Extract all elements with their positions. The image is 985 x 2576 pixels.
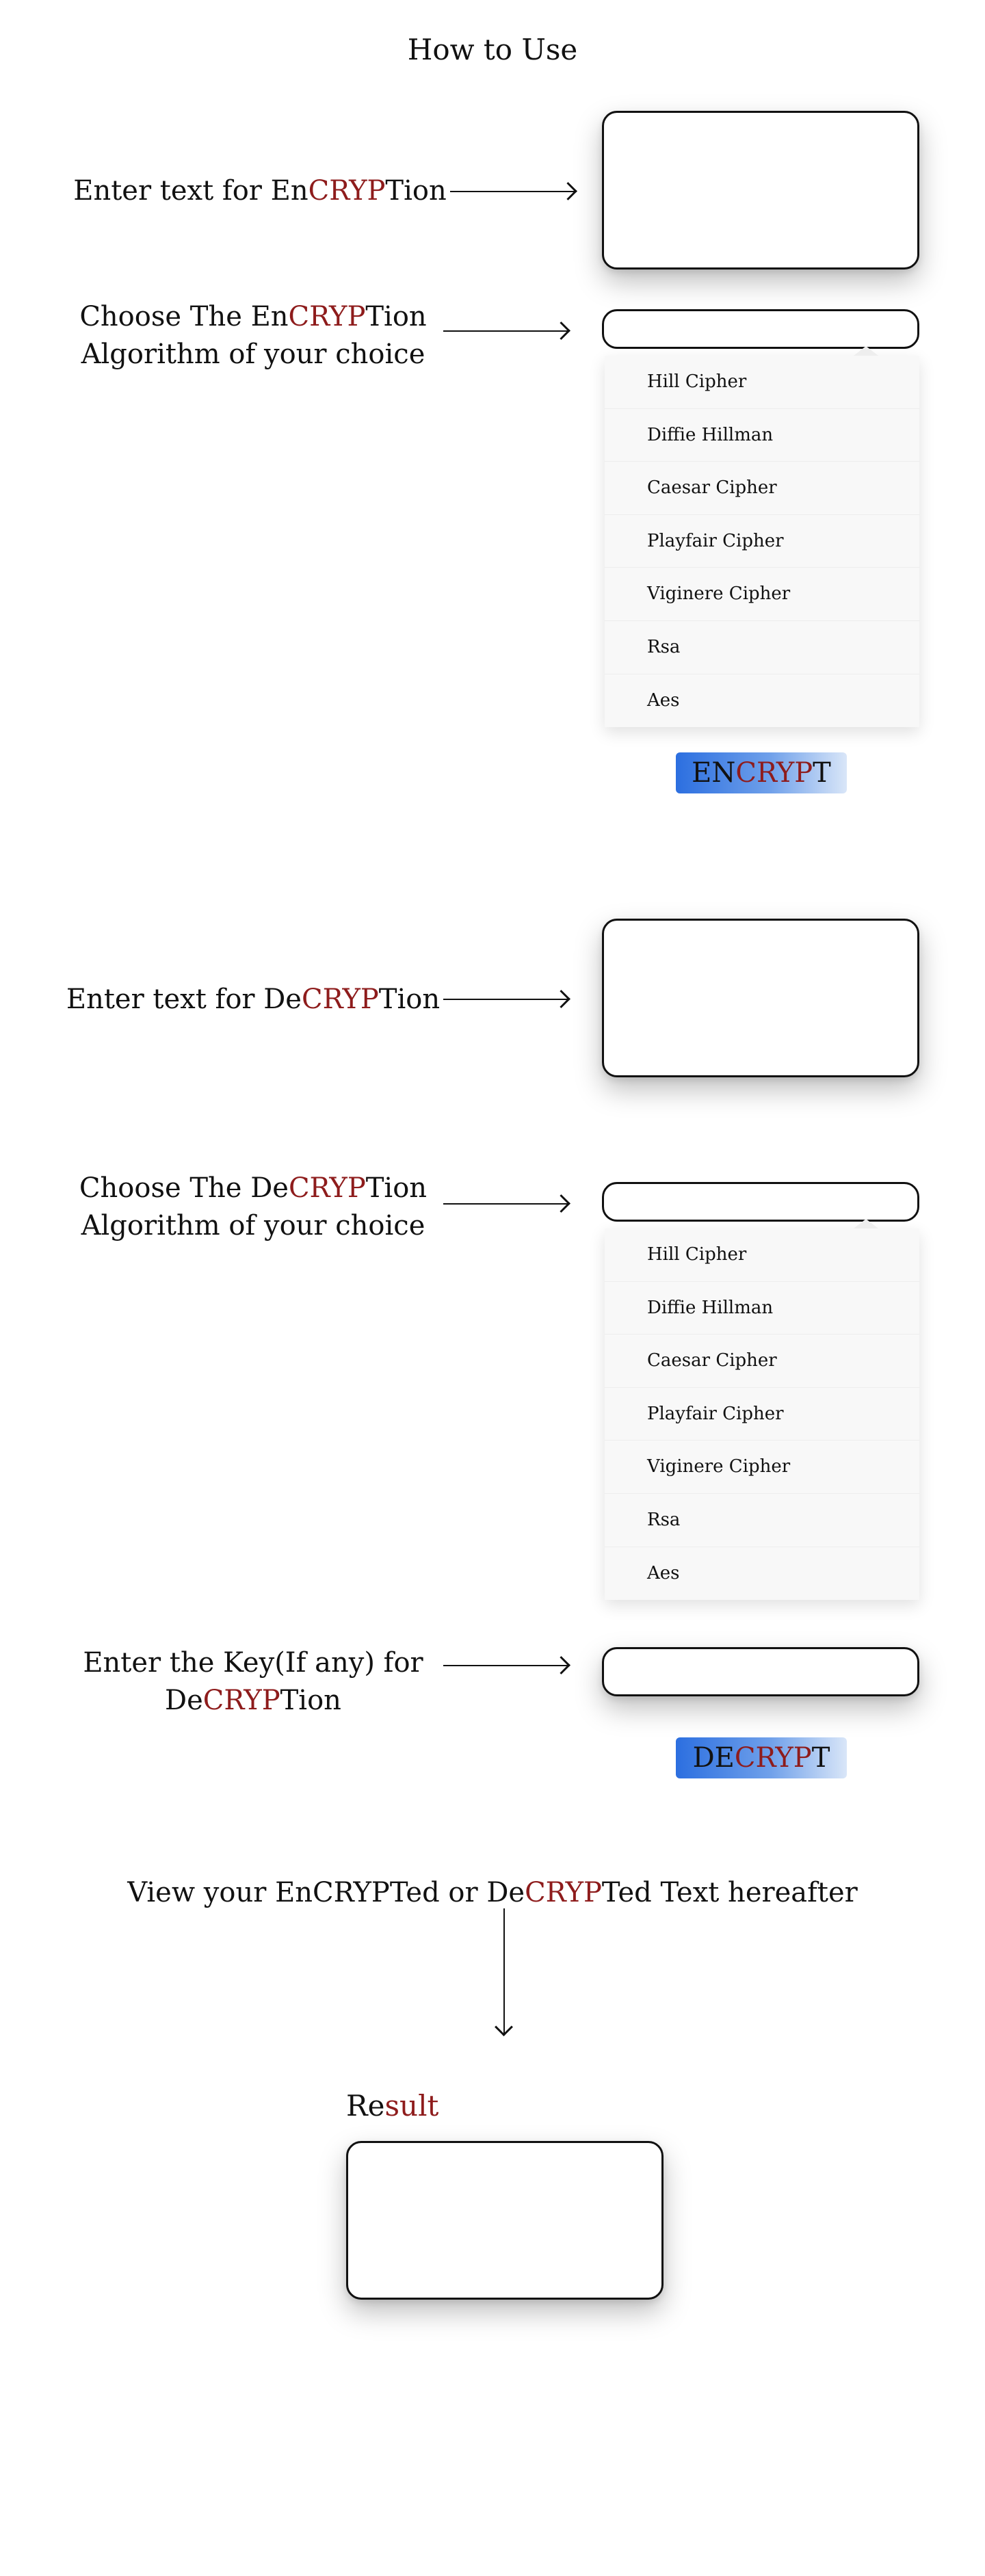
decrypt-option-hill-cipher[interactable]: Hill Cipher: [605, 1228, 919, 1282]
key-arrow-icon: [443, 1665, 568, 1666]
encrypt-option-rsa[interactable]: Rsa: [605, 621, 919, 674]
decrypt-algorithm-select[interactable]: [602, 1182, 919, 1222]
encrypt-button[interactable]: ENCRYPT: [676, 752, 847, 793]
view-label-pre: View your EnCRYPTed or De: [127, 1877, 525, 1908]
decrypt-algo-label: Choose The DeCRYPTion Algorithm of your …: [55, 1170, 451, 1245]
encrypt-option-hill-cipher[interactable]: Hill Cipher: [605, 356, 919, 409]
decrypt-button[interactable]: DECRYPT: [676, 1737, 847, 1778]
view-label-post: Ted Text hereafter: [601, 1877, 858, 1908]
encrypt-button-post: T: [813, 757, 831, 789]
encrypt-algo-label-pre: Choose The En: [79, 301, 289, 332]
encrypt-text-arrow-icon: [450, 191, 575, 192]
encrypt-button-pre: EN: [692, 757, 736, 789]
result-label-red: sult: [384, 2089, 439, 2122]
encrypt-button-red: CRYP: [735, 757, 813, 789]
decrypt-algo-label-post: Tion: [365, 1172, 428, 1204]
decrypt-algo-label-red: CRYP: [288, 1172, 366, 1204]
page-title: How to Use: [407, 33, 578, 66]
encrypt-text-label-post: Tion: [385, 175, 447, 207]
decrypt-algo-arrow-icon: [443, 1203, 568, 1205]
key-label-post: Tion: [280, 1685, 341, 1716]
encrypt-option-caesar-cipher[interactable]: Caesar Cipher: [605, 462, 919, 515]
key-label: Enter the Key(If any) for DeCRYPTion: [55, 1644, 451, 1720]
encrypt-text-label: Enter text for EnCRYPTion: [55, 172, 465, 210]
encrypt-text-label-pre: Enter text for En: [73, 175, 308, 207]
result-label-pre: Re: [346, 2089, 385, 2122]
decrypt-button-post: T: [811, 1742, 830, 1774]
encrypt-algo-label-post: Tion: [365, 301, 427, 332]
encrypt-text-input[interactable]: [602, 111, 919, 270]
encrypt-option-diffie-hillman[interactable]: Diffie Hillman: [605, 409, 919, 462]
encrypt-option-playfair-cipher[interactable]: Playfair Cipher: [605, 515, 919, 568]
decrypt-option-aes[interactable]: Aes: [647, 1562, 680, 1583]
key-input[interactable]: [602, 1647, 919, 1696]
decrypt-option-playfair-cipher[interactable]: Playfair Cipher: [605, 1388, 919, 1441]
key-label-line1: Enter the Key(If any) for: [83, 1647, 423, 1679]
decrypt-text-label-post: Tion: [378, 984, 441, 1015]
encrypt-algo-label: Choose The EnCRYPTion Algorithm of your …: [55, 298, 451, 373]
view-result-label: View your EnCRYPTed or DeCRYPTed Text he…: [0, 1874, 985, 1912]
decrypt-text-label-pre: Enter text for De: [66, 984, 302, 1015]
decrypt-option-caesar-cipher[interactable]: Caesar Cipher: [605, 1335, 919, 1388]
decrypt-button-red: CRYP: [734, 1742, 812, 1774]
decrypt-option-viginere-cipher[interactable]: Viginere Cipher: [605, 1441, 919, 1494]
encrypt-algo-label-red: CRYP: [288, 301, 366, 332]
down-arrow-icon: [503, 1908, 505, 2034]
key-label-red: CRYP: [202, 1685, 280, 1716]
decrypt-algo-label-line2: Algorithm of your choice: [81, 1210, 425, 1241]
decrypt-option-rsa[interactable]: Rsa: [605, 1494, 919, 1547]
encrypt-option-aes[interactable]: Aes: [647, 689, 680, 711]
result-label: Result: [346, 2089, 438, 2122]
decrypt-option-diffie-hillman[interactable]: Diffie Hillman: [605, 1282, 919, 1335]
result-box: [346, 2141, 664, 2300]
decrypt-text-input[interactable]: [602, 919, 919, 1077]
view-label-red: CRYP: [525, 1877, 602, 1908]
encrypt-algorithm-select[interactable]: [602, 309, 919, 349]
encrypt-algo-label-line2: Algorithm of your choice: [81, 339, 425, 370]
encrypt-text-label-red: CRYP: [308, 175, 386, 207]
encrypt-algo-arrow-icon: [443, 330, 568, 332]
decrypt-text-label: Enter text for DeCRYPTion: [55, 981, 451, 1018]
key-label-pre: De: [165, 1685, 203, 1716]
decrypt-button-pre: DE: [692, 1742, 735, 1774]
decrypt-algo-label-pre: Choose The De: [79, 1172, 289, 1204]
decrypt-text-arrow-icon: [443, 999, 568, 1000]
decrypt-text-label-red: CRYP: [301, 984, 379, 1015]
encrypt-option-viginere-cipher[interactable]: Viginere Cipher: [605, 568, 919, 621]
